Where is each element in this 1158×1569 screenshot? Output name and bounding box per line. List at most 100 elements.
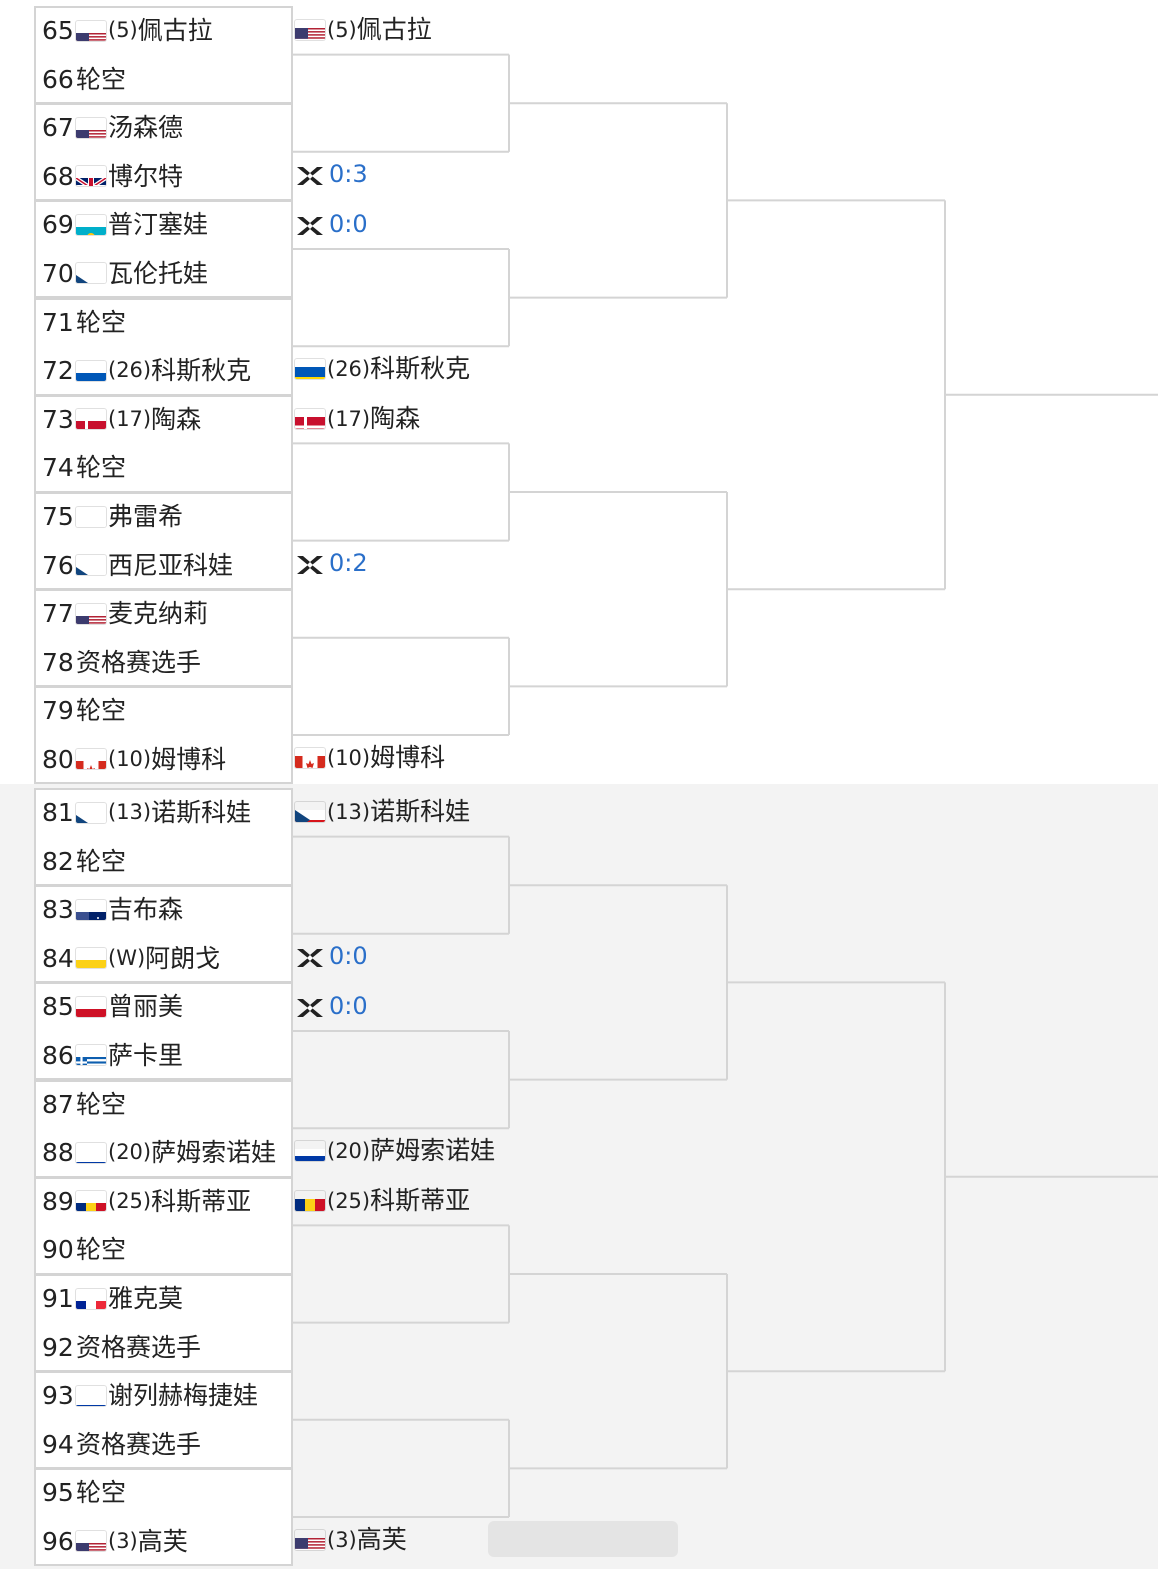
round2-score[interactable]: 0:3 bbox=[295, 154, 368, 194]
player-entry[interactable]: 84(W)阿朗戈 bbox=[42, 935, 220, 982]
draw-number: 86 bbox=[42, 1040, 74, 1070]
indonesia-flag-icon bbox=[76, 997, 106, 1017]
player-name: 资格赛选手 bbox=[76, 647, 202, 677]
match-icon bbox=[295, 211, 325, 237]
denmark-flag-icon bbox=[295, 409, 325, 429]
player-name: 吉布森 bbox=[108, 895, 184, 925]
player-entry[interactable]: 81(13)诺斯科娃 bbox=[42, 789, 251, 836]
round2-score[interactable]: 0:0 bbox=[295, 204, 368, 244]
seed-label: (5) bbox=[108, 18, 138, 42]
player-name: 轮空 bbox=[76, 1478, 127, 1508]
czech-flag-icon bbox=[76, 263, 106, 284]
seed-label: (13) bbox=[108, 800, 152, 824]
match-score: 0:0 bbox=[329, 942, 368, 971]
player-name: 曾丽美 bbox=[108, 992, 184, 1022]
player-entry[interactable]: 89(25)科斯蒂亚 bbox=[42, 1178, 251, 1225]
australia-flag-icon bbox=[76, 900, 106, 920]
player-name: 科斯秋克 bbox=[151, 356, 252, 386]
player-name: 高芙 bbox=[137, 1526, 188, 1556]
round2-player[interactable]: (25)科斯蒂亚 bbox=[295, 1181, 470, 1221]
round2-player[interactable]: (13)诺斯科娃 bbox=[295, 792, 470, 832]
player-entry[interactable]: 86 萨卡里 bbox=[42, 1032, 183, 1079]
player-name: 姆博科 bbox=[370, 742, 446, 772]
uk-flag-icon bbox=[76, 166, 106, 187]
draw-number: 72 bbox=[42, 356, 74, 386]
player-name: 普汀塞娃 bbox=[108, 210, 209, 240]
seed-label: (3) bbox=[108, 1528, 138, 1553]
player-entry[interactable]: 65(5)佩古拉 bbox=[42, 7, 213, 54]
player-name: 阿朗戈 bbox=[145, 943, 221, 973]
draw-number: 83 bbox=[42, 895, 74, 925]
match-score: 0:3 bbox=[329, 160, 368, 189]
round2-score[interactable]: 0:2 bbox=[295, 543, 368, 583]
usa-flag-icon bbox=[295, 20, 325, 40]
player-name: 佩古拉 bbox=[137, 16, 213, 45]
player-name: 科斯蒂亚 bbox=[370, 1185, 471, 1215]
player-entry[interactable]: 69 普汀塞娃 bbox=[42, 201, 208, 248]
seed-label: (5) bbox=[327, 18, 357, 42]
round2-player[interactable]: (5)佩古拉 bbox=[295, 10, 432, 50]
russia-flag-icon bbox=[295, 1141, 325, 1161]
round2-score[interactable]: 0:0 bbox=[295, 986, 368, 1026]
player-entry[interactable]: 83 吉布森 bbox=[42, 886, 183, 933]
player-name: 萨卡里 bbox=[108, 1040, 184, 1070]
round2-player[interactable]: (3)高芙 bbox=[295, 1520, 407, 1560]
draw-number: 76 bbox=[42, 550, 74, 580]
draw-number: 69 bbox=[42, 210, 74, 240]
player-entry[interactable]: 72(26)科斯秋克 bbox=[42, 347, 251, 394]
player-name: 诺斯科娃 bbox=[151, 798, 252, 827]
round2-player[interactable]: (10)姆博科 bbox=[295, 738, 445, 778]
player-entry[interactable]: 80(10)姆博科 bbox=[42, 736, 226, 783]
seed-label: (20) bbox=[327, 1138, 371, 1163]
usa-flag-icon bbox=[76, 118, 106, 138]
round2-player[interactable]: (26)科斯秋克 bbox=[295, 349, 470, 389]
player-name: 萨姆索诺娃 bbox=[151, 1138, 277, 1168]
seed-label: (3) bbox=[327, 1527, 357, 1552]
player-entry[interactable]: 73(17)陶森 bbox=[42, 396, 201, 443]
round2-player[interactable]: (20)萨姆索诺娃 bbox=[295, 1131, 495, 1171]
draw-number: 95 bbox=[42, 1478, 74, 1508]
round2-player[interactable]: (17)陶森 bbox=[295, 399, 420, 439]
player-name: 汤森德 bbox=[108, 113, 184, 143]
player-name: 轮空 bbox=[76, 846, 127, 876]
player-entry[interactable]: 96(3)高芙 bbox=[42, 1518, 188, 1565]
player-name: 瓦伦托娃 bbox=[108, 258, 209, 288]
player-name: 轮空 bbox=[76, 453, 127, 483]
player-name: 麦克纳莉 bbox=[108, 599, 209, 629]
match-score: 0:0 bbox=[329, 210, 368, 239]
watermark bbox=[488, 1521, 678, 1557]
player-name: 谢列赫梅捷娃 bbox=[108, 1381, 259, 1411]
round2-score[interactable]: 0:0 bbox=[295, 936, 368, 976]
player-name: 轮空 bbox=[76, 696, 127, 726]
player-name: 资格赛选手 bbox=[76, 1332, 202, 1362]
romania-flag-icon bbox=[76, 1191, 106, 1212]
player-entry[interactable]: 88(20)萨姆索诺娃 bbox=[42, 1129, 276, 1176]
